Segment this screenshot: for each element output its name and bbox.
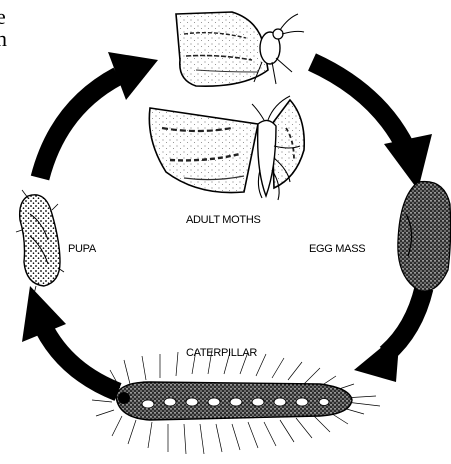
- label-pupa: PUPA: [68, 243, 97, 255]
- pupa-illustration: [16, 190, 64, 294]
- caterpillar-illustration: [92, 350, 380, 454]
- arrow-egg-to-caterpillar: [354, 288, 424, 382]
- label-caterpillar: CATERPILLAR: [186, 347, 257, 359]
- label-adult-moths: ADULT MOTHS: [186, 214, 261, 226]
- arrow-adult-to-egg: [312, 62, 432, 190]
- adult-moth-spread-illustration: [149, 96, 304, 200]
- label-egg-mass: EGG MASS: [309, 243, 365, 255]
- arrow-caterpillar-to-pupa: [22, 286, 118, 392]
- egg-mass-illustration: [398, 181, 451, 291]
- arrow-pupa-to-adult: [40, 52, 158, 178]
- adult-moth-resting-illustration: [176, 12, 304, 86]
